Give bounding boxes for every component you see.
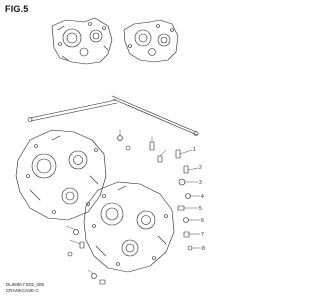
small-fittings xyxy=(117,135,193,251)
callout-6: 6 xyxy=(201,218,204,224)
figure-label: FIG.5 xyxy=(5,4,29,14)
callout-1: 1 xyxy=(193,147,196,153)
crankcase-right-main xyxy=(83,181,175,273)
footer: DL650K7 E02_005 CRANKCASE-C xyxy=(6,282,44,293)
callout-numbers: 1 2 3 4 5 6 7 8 xyxy=(193,147,205,252)
callout-8: 8 xyxy=(202,246,205,252)
callout-2: 2 xyxy=(199,165,202,171)
callout-7: 7 xyxy=(201,232,204,238)
callout-4: 4 xyxy=(201,194,204,200)
crankcase-exploded-view: 1 2 3 4 5 6 7 8 xyxy=(15,17,205,285)
leader-lines xyxy=(65,129,202,275)
crankcase-left-main xyxy=(15,129,107,221)
crankcase-upper-left xyxy=(51,17,113,65)
model-code: DL650K7 E02_005 xyxy=(6,282,45,287)
small-fittings-lower xyxy=(67,229,106,285)
long-shafts xyxy=(27,95,199,136)
callout-5: 5 xyxy=(199,206,202,212)
callout-3: 3 xyxy=(199,180,202,186)
section-name: CRANKCASE-C xyxy=(6,287,39,293)
crankcase-upper-right xyxy=(123,19,179,63)
parts-diagram-page: FIG.5 xyxy=(5,4,205,293)
